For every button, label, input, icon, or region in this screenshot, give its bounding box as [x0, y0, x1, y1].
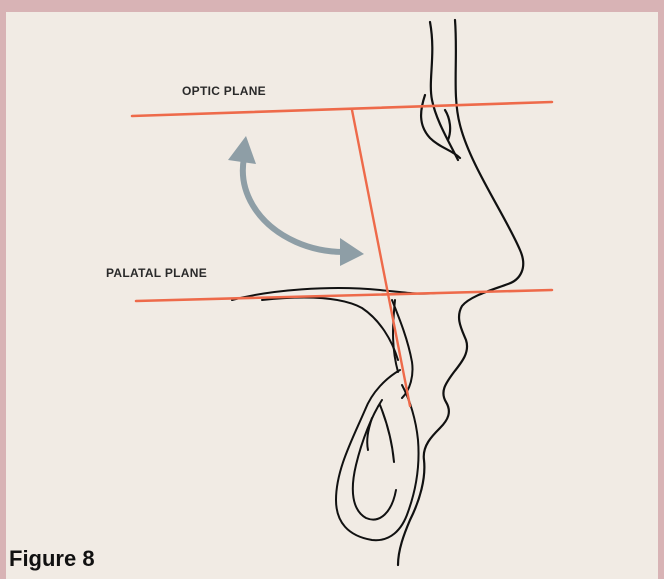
perpendicular-line [352, 110, 410, 406]
optic-plane-label: OPTIC PLANE [182, 84, 266, 98]
optic-plane-line [132, 102, 552, 116]
palatal-plane-label: PALATAL PLANE [106, 266, 207, 280]
figure-caption: Figure 8 [9, 546, 95, 572]
angle-arrow [243, 158, 344, 252]
mandible-outline [336, 370, 419, 540]
palatal-plane-line [136, 290, 552, 301]
arrowhead-up-icon [228, 136, 256, 164]
arrowhead-right-icon [340, 238, 364, 266]
